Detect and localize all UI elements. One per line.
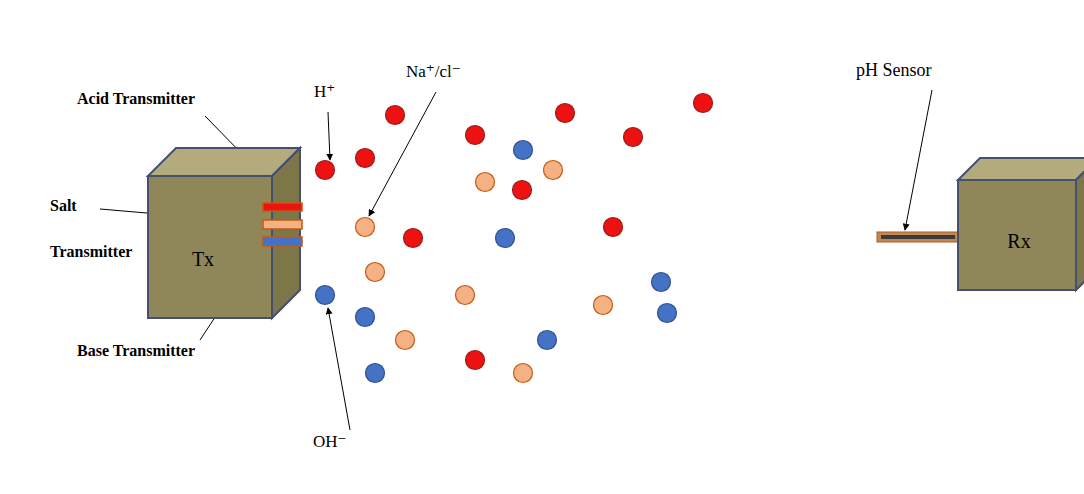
device-name: Tx [192, 248, 214, 271]
oh-ion-dot [496, 229, 515, 248]
cube-front [958, 180, 1076, 290]
oh-ion-dot [366, 364, 385, 383]
h-ion-dot [604, 218, 623, 237]
salt-ion-dot [544, 161, 563, 180]
h-ion-dot [513, 181, 532, 200]
ion-label: OH⁻ [313, 432, 347, 452]
h-ion-dot [404, 229, 423, 248]
acid-transmitter [263, 203, 302, 211]
salt-ion-dot [356, 218, 375, 237]
oh-ion-dot [658, 304, 677, 323]
part-name: Base Transmitter [77, 342, 195, 360]
oh-ion-dot [316, 286, 335, 305]
salt-ion-dot [456, 286, 475, 305]
sensor-label: pH Sensor [856, 60, 932, 81]
oh-ion-dot [652, 273, 671, 292]
h-ion-dot [386, 106, 405, 125]
base-transmitter [263, 237, 302, 246]
salt-ion-dot [514, 364, 533, 383]
salt-ion-dot [396, 331, 415, 350]
h-ion-dot [624, 128, 643, 147]
h-ion-dot [466, 126, 485, 145]
h-ion-dot [466, 351, 485, 370]
cube-top [958, 158, 1084, 180]
cube-outline [958, 158, 1084, 290]
part-name: Acid Transmitter [77, 90, 195, 108]
ion-label: Na⁺/cl⁻ [406, 62, 461, 82]
cube-outline [148, 148, 300, 318]
oh-ion-dot [356, 308, 375, 327]
h-ion-dot [694, 94, 713, 113]
h-ion-dot [316, 161, 335, 180]
oh-ion-dot [538, 331, 557, 350]
device-name: Rx [1007, 230, 1030, 253]
salt-ion-dot [366, 263, 385, 282]
cube-side [272, 148, 300, 318]
device-cube: Rx [958, 158, 1084, 290]
salt-ion-dot [476, 173, 495, 192]
cube-front [148, 176, 272, 318]
h-ion-dot [356, 149, 375, 168]
cube-side [1076, 158, 1084, 290]
salt-ion-dot [594, 296, 613, 315]
salt-transmitter [263, 220, 302, 229]
ion-label: H⁺ [314, 82, 335, 102]
h-ion-dot [556, 104, 575, 123]
part-name: Salt Transmitter [50, 183, 150, 276]
oh-ion-dot [514, 141, 533, 160]
device-cube: Tx [148, 148, 300, 318]
